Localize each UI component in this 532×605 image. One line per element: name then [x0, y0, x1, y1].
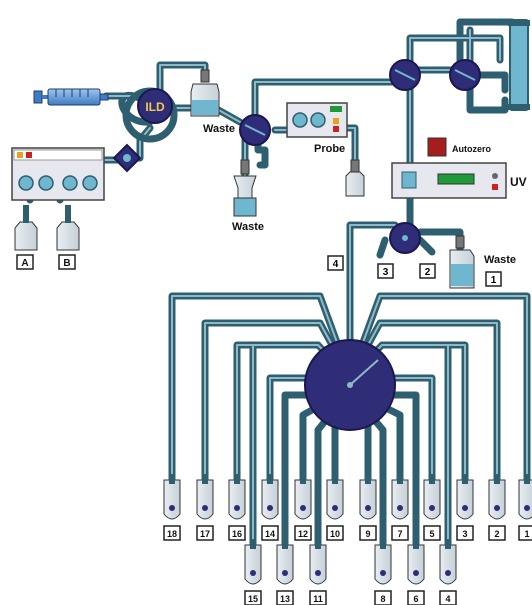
fraction-tube-1: 1 [518, 474, 532, 541]
bottle-a-label: A [21, 258, 28, 269]
fraction-tube-9: 9 [359, 474, 377, 541]
column [508, 19, 530, 111]
probe-sample-bottle [345, 159, 365, 197]
fraction-tubes-top-row: 18 17 16 14 12 10 9 7 5 3 2 1 [163, 474, 532, 541]
fraction-tube-label: 10 [330, 529, 340, 539]
fraction-tube-label: 17 [200, 529, 210, 539]
fraction-tube-5: 5 [423, 474, 441, 541]
fraction-tube-label: 2 [494, 529, 499, 539]
fraction-tube-label: 3 [462, 529, 467, 539]
fraction-tube-label: 13 [280, 594, 290, 604]
uv-label: UV [510, 175, 527, 189]
fraction-tube-18: 18 [163, 474, 181, 541]
waste-label-top: Waste [203, 123, 235, 135]
fraction-tube-label: 15 [248, 594, 258, 604]
fraction-tube-label: 12 [298, 529, 308, 539]
autozero-label: Autozero [452, 144, 491, 154]
fraction-tube-label: 1 [524, 529, 529, 539]
port-label-1: 1 [491, 275, 497, 286]
fraction-tube-label: 14 [265, 529, 275, 539]
mixer-icon [112, 143, 142, 173]
fraction-tube-16: 16 [228, 474, 246, 541]
valve-top-2 [449, 59, 481, 91]
port-label-4: 4 [333, 259, 339, 270]
gradient-pump [11, 143, 142, 201]
fraction-tube-label: 11 [313, 594, 323, 604]
fraction-tube-7: 7 [391, 474, 409, 541]
waste-bottle-right: Waste [449, 235, 516, 289]
fraction-tube-label: 4 [445, 594, 450, 604]
fraction-tube-15: 15 [244, 539, 262, 605]
fraction-tube-6: 6 [407, 539, 425, 605]
fraction-tubes-bottom-row: 15 13 11 8 6 4 [244, 539, 457, 605]
syringe-icon [33, 88, 109, 106]
port-label-2: 2 [425, 267, 431, 278]
fraction-tube-13: 13 [276, 539, 294, 605]
fraction-tube-label: 16 [232, 529, 242, 539]
solvent-bottle-a: A [14, 205, 38, 270]
probe-pump: Probe [286, 102, 348, 155]
valve-port-labels: 3 2 1 4 [327, 255, 502, 287]
fraction-tube-14: 14 [261, 474, 279, 541]
waste-bottle-left: Waste [232, 159, 264, 233]
fraction-tube-label: 9 [365, 529, 370, 539]
waste-bottle-top: Waste [190, 69, 235, 135]
port-label-3: 3 [383, 267, 389, 278]
fraction-tube-2: 2 [488, 474, 506, 541]
fraction-tube-label: 5 [429, 529, 434, 539]
fraction-tube-3: 3 [456, 474, 474, 541]
injection-valve: ILD [122, 87, 178, 143]
uv-detector: Autozero UV [391, 137, 527, 199]
fraction-tube-10: 10 [326, 474, 344, 541]
fraction-selector-valve [304, 339, 396, 431]
fraction-tube-8: 8 [374, 539, 392, 605]
column-switch-valve [239, 114, 271, 146]
fraction-tube-label: 18 [167, 529, 177, 539]
fraction-tube-12: 12 [294, 474, 312, 541]
divert-valve [389, 222, 421, 254]
waste-label-right: Waste [484, 254, 516, 266]
tubing-network [26, 18, 531, 564]
injector-label: ILD [145, 100, 165, 114]
probe-label: Probe [314, 143, 345, 155]
fraction-tube-label: 7 [397, 529, 402, 539]
waste-label-left: Waste [232, 221, 264, 233]
fraction-tube-label: 6 [413, 594, 418, 604]
fraction-tube-label: 8 [380, 594, 385, 604]
fraction-tube-11: 11 [309, 539, 327, 605]
fraction-tube-17: 17 [196, 474, 214, 541]
valve-top-1 [389, 59, 421, 91]
bottle-b-label: B [63, 258, 70, 269]
solvent-bottle-b: B [56, 205, 80, 270]
fraction-tube-4: 4 [439, 539, 457, 605]
